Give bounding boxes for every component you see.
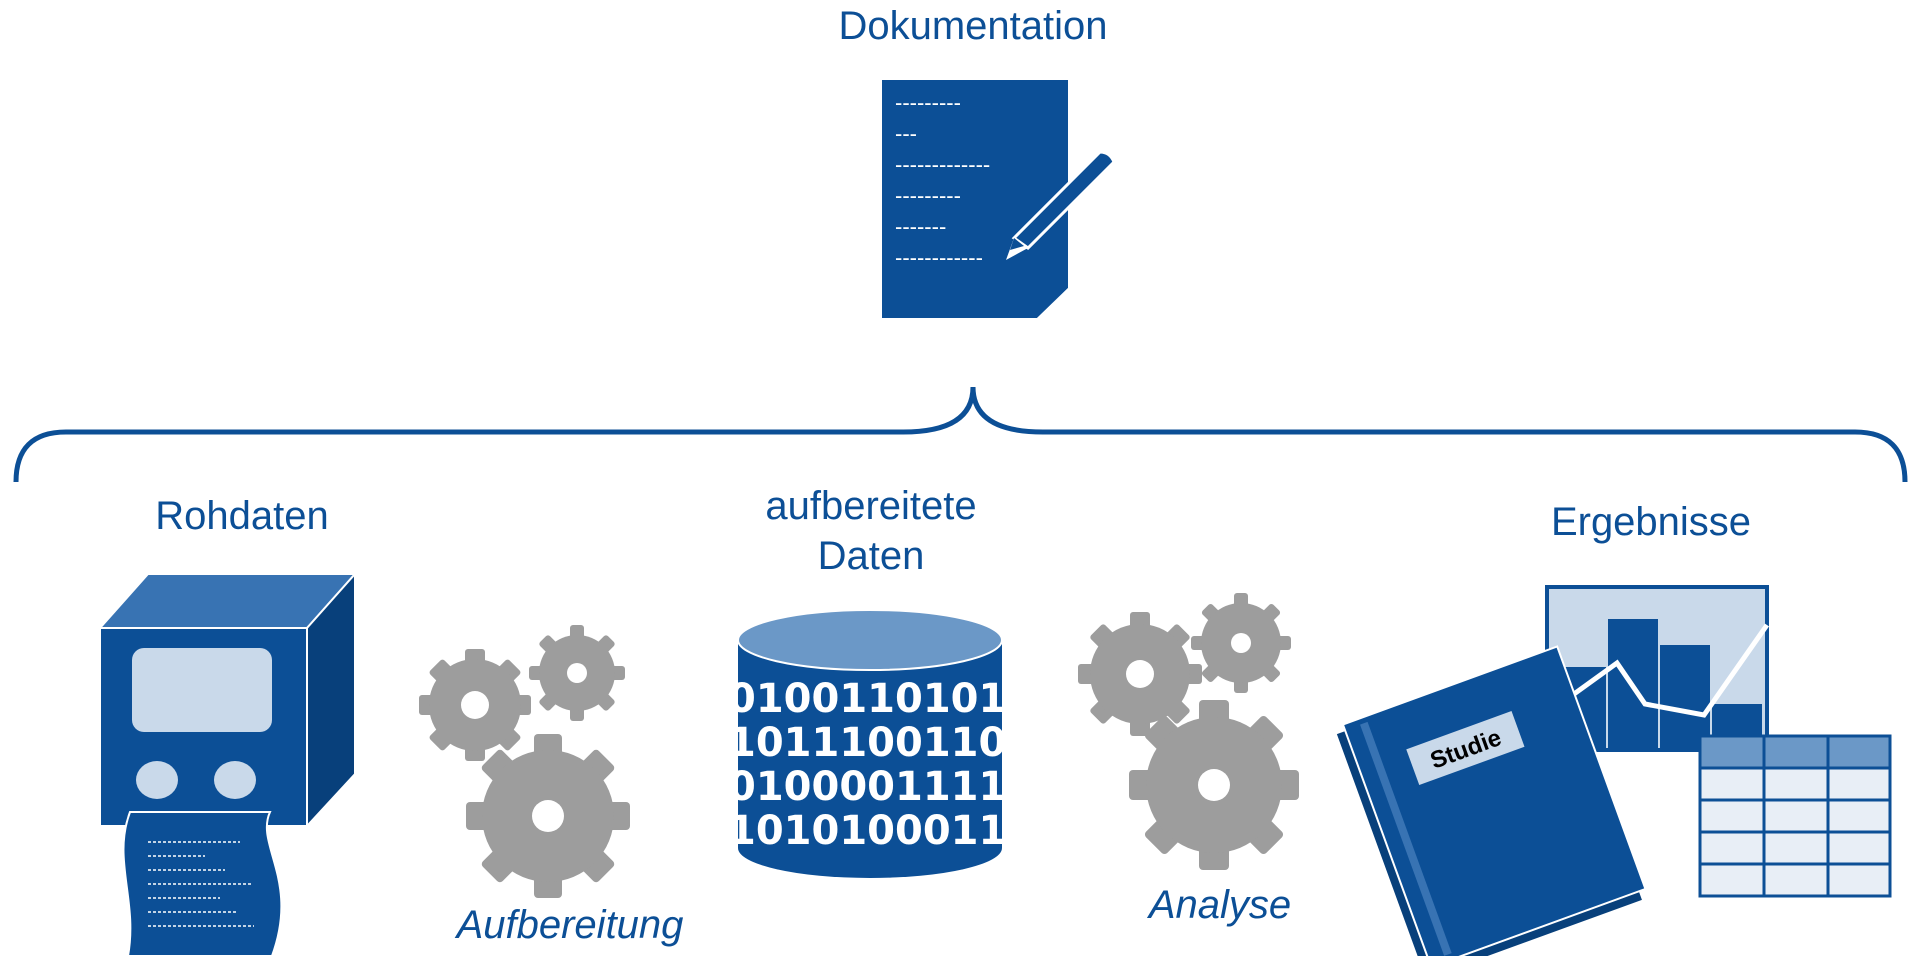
gear [466,734,630,898]
document-pen-icon: --------- --- ------------- --------- --… [882,80,1116,318]
process-label-analysis: Analyse [1148,883,1292,927]
binary-row: 1010100011011 [728,808,1090,854]
gear [529,625,625,721]
stage-label-prepared-line2: Daten [817,534,925,578]
gear [1078,612,1202,736]
gear [1129,700,1299,870]
document-line: --------- [895,90,961,115]
table-icon [1698,734,1892,898]
binary-row: 0100110101000 [728,676,1090,722]
process-label-preparation: Aufbereitung [456,903,684,947]
document-line: --- [895,121,917,146]
stage-label-prepared-line1: aufbereitete [765,484,977,528]
stage-label-prepared-data: aufbereitete Daten [721,481,1021,581]
document-line: ------------- [895,152,990,177]
document-line: ------------ [895,245,983,270]
binary-row: 0100001111010 [728,764,1090,810]
gears-icon [1078,593,1299,870]
machine-printer-icon [97,571,358,956]
binary-row: 1011100110011 [728,720,1090,766]
stage-label-results: Ergebnisse [1550,500,1752,544]
curly-brace [13,386,1908,483]
gears-icon [419,625,630,898]
stage-label-raw-data: Rohdaten [155,494,329,538]
database-icon: 0100110101000 1011100110011 010000111101… [728,609,1090,878]
page-title: Dokumentation [838,4,1108,48]
gear [419,649,531,761]
gear [1191,593,1291,693]
document-line: --------- [895,183,961,208]
document-line: ------- [895,214,946,239]
book-icon: Studie [1336,645,1647,956]
